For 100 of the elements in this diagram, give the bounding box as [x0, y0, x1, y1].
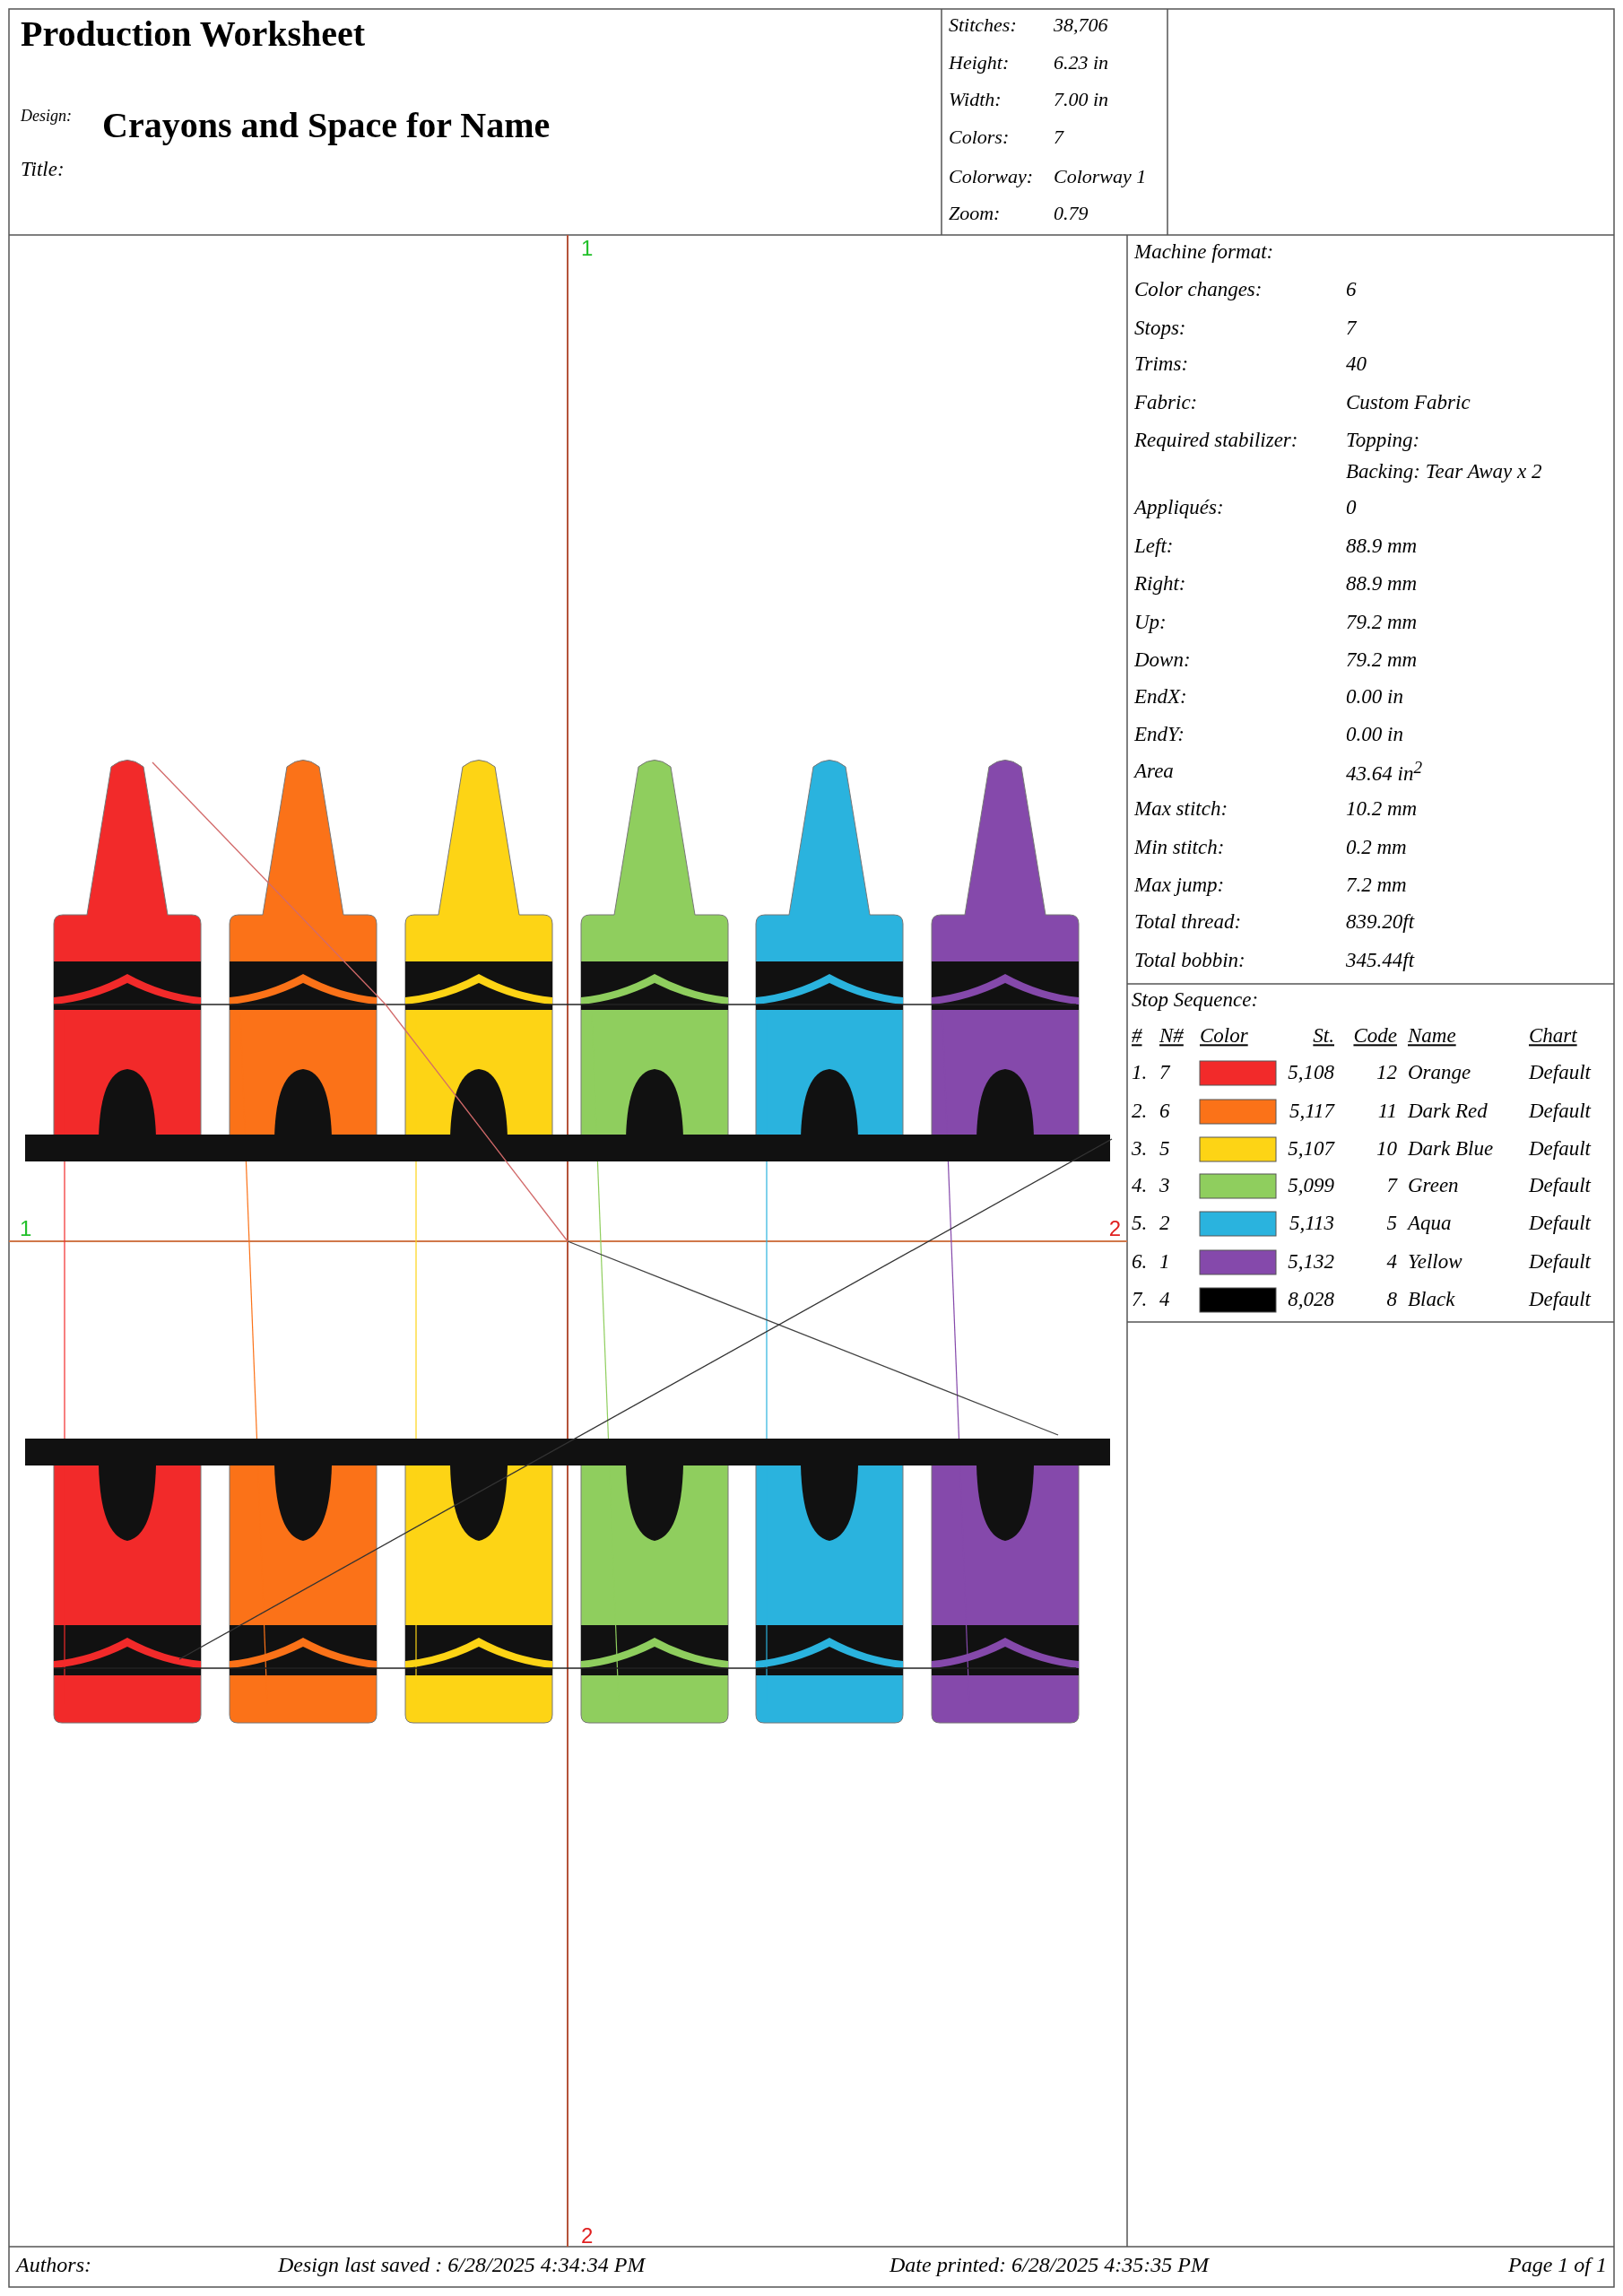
field-value: 79.2 mm [1346, 648, 1418, 672]
field-label: Required stabilizer: [1134, 429, 1298, 452]
field-value: Colorway 1 [1054, 165, 1147, 188]
table-cell: 5,108 [1288, 1061, 1334, 1084]
field-value: 0.2 mm [1346, 836, 1407, 859]
field-label: Down: [1134, 648, 1191, 672]
field-value: 0.00 in [1346, 723, 1403, 746]
field-label: Right: [1134, 572, 1186, 596]
field-label: Min stitch: [1134, 836, 1225, 859]
field-label: Height: [949, 51, 1010, 74]
field-label: Zoom: [949, 202, 1001, 225]
section-heading: Stop Sequence: [1132, 988, 1259, 1012]
axis-marker: 2 [1108, 1216, 1121, 1241]
field-value: 88.9 mm [1346, 572, 1418, 596]
table-cell: 5 [1386, 1212, 1397, 1235]
table-cell: 12 [1376, 1061, 1397, 1084]
table-cell: 5,107 [1288, 1137, 1334, 1161]
table-cell: Orange [1408, 1061, 1471, 1084]
axis-marker: 1 [20, 1216, 32, 1241]
field-value: 7.00 in [1054, 88, 1109, 111]
footer-text: Date printed: 6/28/2025 4:35:35 PM [890, 2252, 1209, 2277]
field-label: Trims: [1134, 352, 1189, 376]
table-header: # [1132, 1024, 1142, 1048]
table-cell: 5 [1159, 1137, 1170, 1161]
table-cell: 6. [1132, 1250, 1148, 1274]
footer-text: Authors: [16, 2252, 91, 2277]
field-value: 7 [1054, 126, 1063, 149]
field-label: Max jump: [1134, 874, 1225, 897]
table-cell: Default [1529, 1250, 1591, 1274]
table-cell: 7. [1132, 1288, 1148, 1311]
table-cell: 2 [1159, 1212, 1170, 1235]
table-cell: Default [1529, 1212, 1591, 1235]
field-value: 7 [1346, 317, 1357, 340]
field-value: Custom Fabric [1346, 391, 1471, 414]
field-value: 40 [1346, 352, 1367, 376]
field-value: 43.64 in$^{2}$ [1346, 757, 1422, 786]
field-value: 7.2 mm [1346, 874, 1407, 897]
field-label: Width: [949, 88, 1002, 111]
table-cell: Black [1408, 1288, 1455, 1311]
field-label: EndY: [1134, 723, 1185, 746]
field-label: Area [1134, 760, 1174, 783]
field-value: 79.2 mm [1346, 611, 1418, 634]
table-cell: 3 [1159, 1174, 1170, 1197]
table-cell: 1 [1159, 1250, 1170, 1274]
table-cell: Dark Red [1408, 1100, 1488, 1123]
table-header: Color [1200, 1024, 1248, 1048]
field-value: Topping: [1346, 429, 1420, 452]
field-label: Machine format: [1134, 240, 1274, 264]
field-label: Colors: [949, 126, 1010, 149]
field-label: Total thread: [1134, 910, 1242, 934]
design-name: Crayons and Space for Name [102, 106, 551, 145]
field-value: 6 [1346, 278, 1357, 301]
field-label: Left: [1134, 535, 1174, 558]
table-cell: 5,132 [1288, 1250, 1334, 1274]
table-cell: Dark Blue [1408, 1137, 1494, 1161]
field-label: Appliqués: [1134, 496, 1224, 519]
table-header: Chart [1529, 1024, 1577, 1048]
table-cell: 4. [1132, 1174, 1148, 1197]
table-header: N# [1159, 1024, 1184, 1048]
table-cell: Default [1529, 1061, 1591, 1084]
field-label: Max stitch: [1134, 797, 1228, 821]
table-header: St. [1313, 1024, 1334, 1048]
table-cell: 8 [1386, 1288, 1397, 1311]
axis-marker: 1 [581, 236, 594, 261]
field-label: Title: [21, 158, 65, 181]
table-cell: Yellow [1408, 1250, 1462, 1274]
table-cell: 8,028 [1288, 1288, 1334, 1311]
table-cell: 7 [1386, 1174, 1397, 1197]
table-cell: 4 [1386, 1250, 1397, 1274]
field-label: EndX: [1134, 685, 1187, 709]
field-label: Color changes: [1134, 278, 1263, 301]
table-cell: 10 [1376, 1137, 1397, 1161]
field-value: 88.9 mm [1346, 535, 1418, 558]
field-value: 0.00 in [1346, 685, 1403, 709]
field-label: Total bobbin: [1134, 949, 1245, 972]
table-cell: Default [1529, 1137, 1591, 1161]
axis-marker: 2 [581, 2223, 594, 2248]
table-cell: 1. [1132, 1061, 1148, 1084]
field-value: 839.20ft [1346, 910, 1415, 934]
field-label: Up: [1134, 611, 1167, 634]
table-cell: 5. [1132, 1212, 1148, 1235]
worksheet-title: Production Worksheet [21, 14, 366, 54]
table-header: Name [1408, 1024, 1456, 1048]
field-value: 345.44ft [1346, 949, 1415, 972]
field-value: Backing: Tear Away x 2 [1346, 460, 1542, 483]
field-label: Design: [21, 108, 72, 126]
field-label: Stops: [1134, 317, 1186, 340]
table-cell: Default [1529, 1100, 1591, 1123]
table-cell: 4 [1159, 1288, 1170, 1311]
field-value: 38,706 [1054, 13, 1108, 37]
table-cell: Aqua [1408, 1212, 1452, 1235]
table-cell: 5,117 [1289, 1100, 1334, 1123]
table-cell: Default [1529, 1174, 1591, 1197]
field-value: 10.2 mm [1346, 797, 1418, 821]
footer-text: Page 1 of 1 [1508, 2252, 1607, 2277]
table-cell: Green [1408, 1174, 1459, 1197]
field-value: 0 [1346, 496, 1357, 519]
field-value: 6.23 in [1054, 51, 1109, 74]
field-value: 0.79 [1054, 202, 1089, 225]
table-cell: 2. [1132, 1100, 1148, 1123]
